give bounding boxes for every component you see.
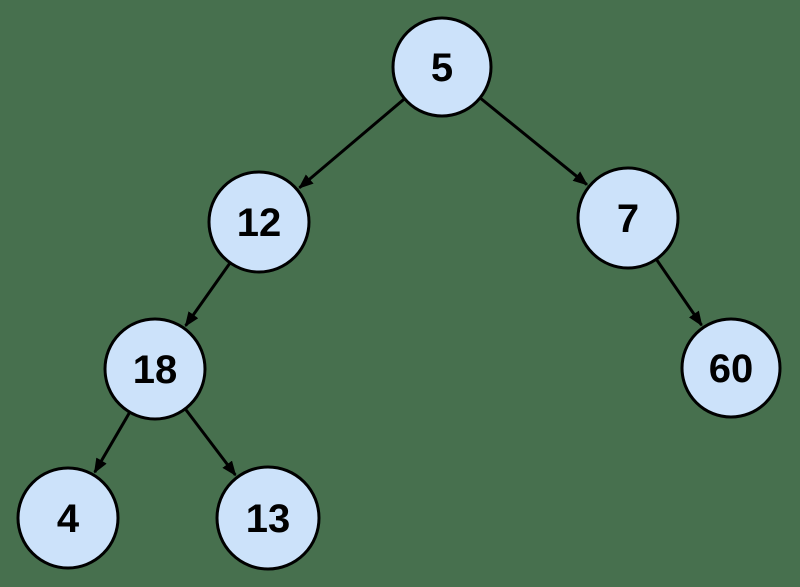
tree-node-label-5: 5 xyxy=(431,46,453,90)
tree-node-60: 60 xyxy=(680,317,782,419)
edge-18-to-4 xyxy=(93,412,131,474)
tree-node-circle-5 xyxy=(391,16,493,118)
edge-5-to-7 xyxy=(479,97,589,186)
tree-node-circle-4 xyxy=(16,466,120,570)
tree-node-5: 5 xyxy=(391,16,493,118)
tree-node-label-13: 13 xyxy=(246,497,291,541)
tree-node-18: 18 xyxy=(103,317,207,421)
tree-node-12: 12 xyxy=(207,170,311,274)
edge-12-to-18 xyxy=(184,262,231,327)
tree-node-13: 13 xyxy=(215,465,321,571)
edges-layer xyxy=(93,97,703,477)
edge-18-to-13 xyxy=(184,408,237,477)
tree-node-circle-18 xyxy=(103,317,207,421)
edge-5-to-12 xyxy=(298,98,405,189)
tree-node-circle-13 xyxy=(215,465,321,571)
tree-node-label-18: 18 xyxy=(133,348,178,392)
tree-node-label-12: 12 xyxy=(237,201,282,245)
tree-node-circle-60 xyxy=(680,317,782,419)
tree-node-circle-7 xyxy=(576,166,680,270)
tree-node-label-60: 60 xyxy=(709,347,754,391)
tree-node-label-7: 7 xyxy=(617,197,639,241)
nodes-layer: 5 12 7 18 60 4 13 xyxy=(16,16,782,571)
tree-node-4: 4 xyxy=(16,466,120,570)
tree-node-circle-12 xyxy=(207,170,311,274)
tree-node-7: 7 xyxy=(576,166,680,270)
tree-node-label-4: 4 xyxy=(57,497,80,541)
edge-7-to-60 xyxy=(655,259,703,327)
